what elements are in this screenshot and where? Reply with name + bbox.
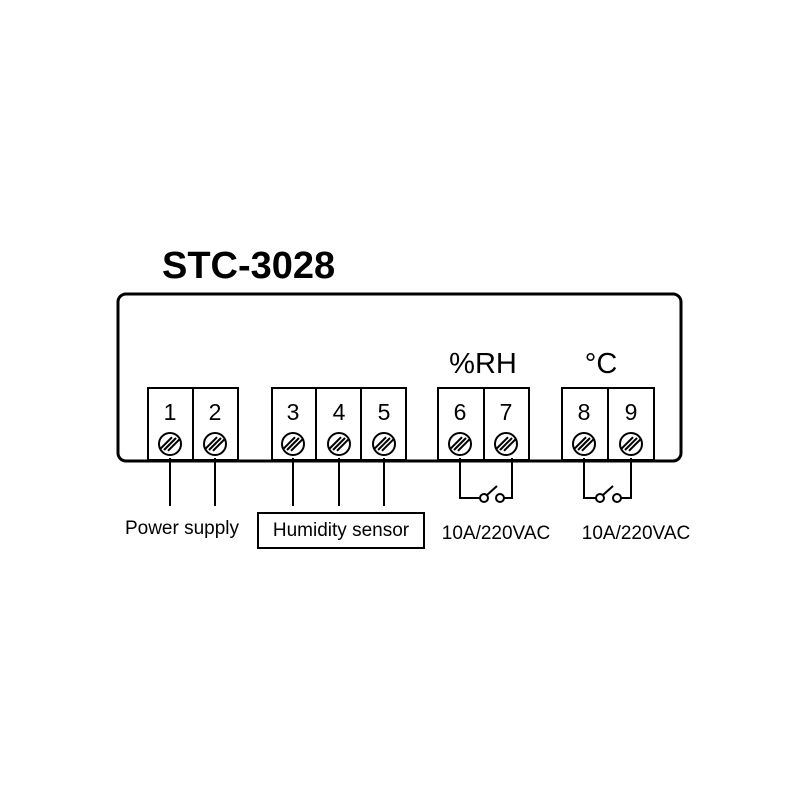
terminal-screw-6 [448, 432, 472, 456]
terminal-block-temp-relay [561, 387, 655, 461]
model-title: STC-3028 [162, 245, 335, 287]
power-supply-label: Power supply [125, 518, 240, 539]
terminal-screw-3 [281, 432, 305, 456]
terminal-screw-1 [158, 432, 182, 456]
rh-relay-rating: 10A/220VAC [442, 523, 550, 544]
humidity-sensor-box [257, 512, 425, 549]
terminal-number-7: 7 [500, 399, 513, 425]
terminal-block-rh-relay [437, 387, 530, 461]
temp-group-label: °C [585, 348, 618, 380]
temp-relay-switch [583, 458, 632, 503]
terminal-screw-7 [494, 432, 518, 456]
terminal-number-3: 3 [287, 399, 300, 425]
terminal-number-4: 4 [333, 399, 346, 425]
terminal-number-5: 5 [378, 399, 391, 425]
terminal-screw-5 [372, 432, 396, 456]
terminal-number-8: 8 [578, 399, 591, 425]
terminal-number-6: 6 [454, 399, 467, 425]
terminal-block-power [147, 387, 239, 461]
terminal-number-9: 9 [625, 399, 638, 425]
humidity-sensor-label: Humidity sensor [273, 520, 410, 541]
rh-relay-switch [459, 458, 513, 503]
terminal-screw-8 [572, 432, 596, 456]
terminal-screw-2 [203, 432, 227, 456]
terminal-screw-4 [327, 432, 351, 456]
temp-relay-rating: 10A/220VAC [582, 523, 690, 544]
terminal-screw-9 [619, 432, 643, 456]
terminal-number-2: 2 [209, 399, 222, 425]
terminal-number-1: 1 [164, 399, 177, 425]
rh-group-label: %RH [449, 348, 517, 380]
